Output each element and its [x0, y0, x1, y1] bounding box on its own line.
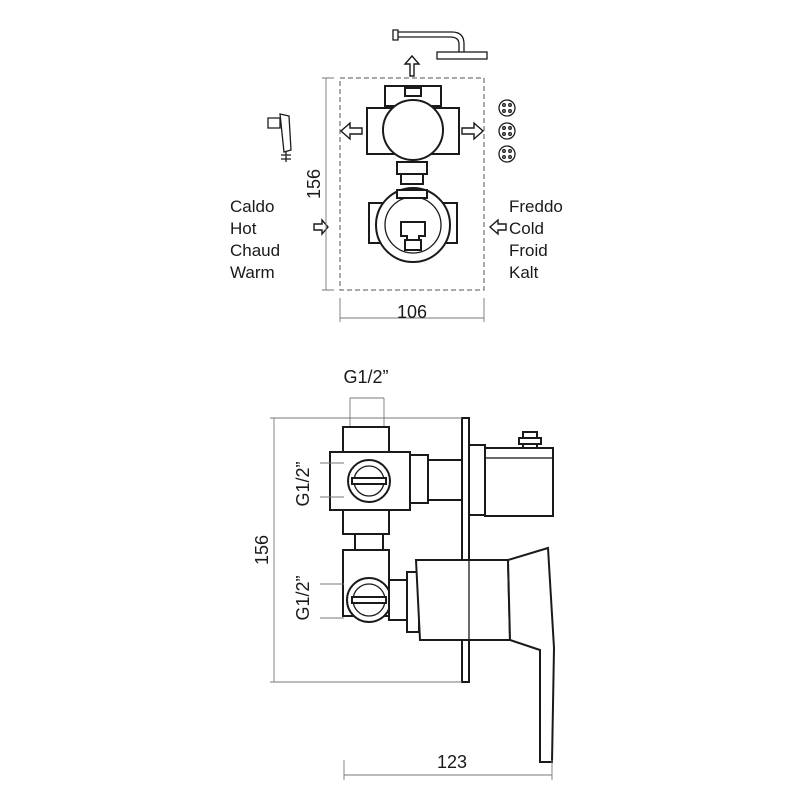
mixer-body: [368, 187, 458, 263]
cold-label-fr: Froid: [509, 241, 548, 260]
top-width-dimension: 106: [397, 302, 427, 322]
width-dimension-line: [339, 298, 485, 322]
outlet-left-arrow: [339, 121, 363, 141]
cold-label-de: Kalt: [509, 263, 539, 282]
body-jet-icon: [498, 99, 516, 117]
hot-label-fr: Chaud: [230, 241, 280, 260]
hand-shower-icon: [267, 113, 292, 162]
side-depth-dimension-line: [343, 760, 553, 780]
upper-thread-dimension-line: [320, 462, 344, 498]
side-height-dimension: 156: [252, 535, 272, 565]
cold-label-it: Freddo: [509, 197, 563, 216]
outlet-right-arrow: [461, 121, 485, 141]
side-height-dimension-line: [270, 417, 462, 683]
hot-label-de: Warm: [230, 263, 275, 282]
hot-label-it: Caldo: [230, 197, 274, 216]
outlet-up-arrow: [403, 54, 421, 77]
lower-thread-label: G1/2”: [293, 575, 313, 620]
wall-plate: [461, 417, 470, 683]
body-outline: [339, 77, 485, 291]
lower-thread-dimension-line: [320, 583, 344, 619]
top-view: Caldo Hot Chaud Warm Freddo Cold Froid K…: [230, 29, 563, 322]
side-view: G1/2”: [252, 367, 556, 780]
body-jet-icon: [498, 145, 516, 163]
cold-inlet-arrow: [488, 218, 507, 236]
diverter-body: [366, 85, 460, 185]
hot-inlet-arrow: [313, 218, 329, 236]
shower-head-icon: [392, 29, 488, 60]
mixer-lever-handle: [414, 546, 556, 763]
cold-label-en: Cold: [509, 219, 544, 238]
top-height-dimension: 156: [304, 169, 324, 199]
hot-label-en: Hot: [230, 219, 257, 238]
height-dimension-line: [322, 77, 334, 291]
diverter-side-body: [329, 426, 463, 535]
side-depth-dimension: 123: [437, 752, 467, 772]
top-thread-label: G1/2”: [343, 367, 388, 387]
top-thread-dimension-line: [349, 397, 385, 426]
mixer-side-body: [342, 549, 420, 633]
body-jet-icon: [498, 122, 516, 140]
diverter-knob: [468, 431, 554, 517]
upper-thread-label: G1/2”: [293, 461, 313, 506]
